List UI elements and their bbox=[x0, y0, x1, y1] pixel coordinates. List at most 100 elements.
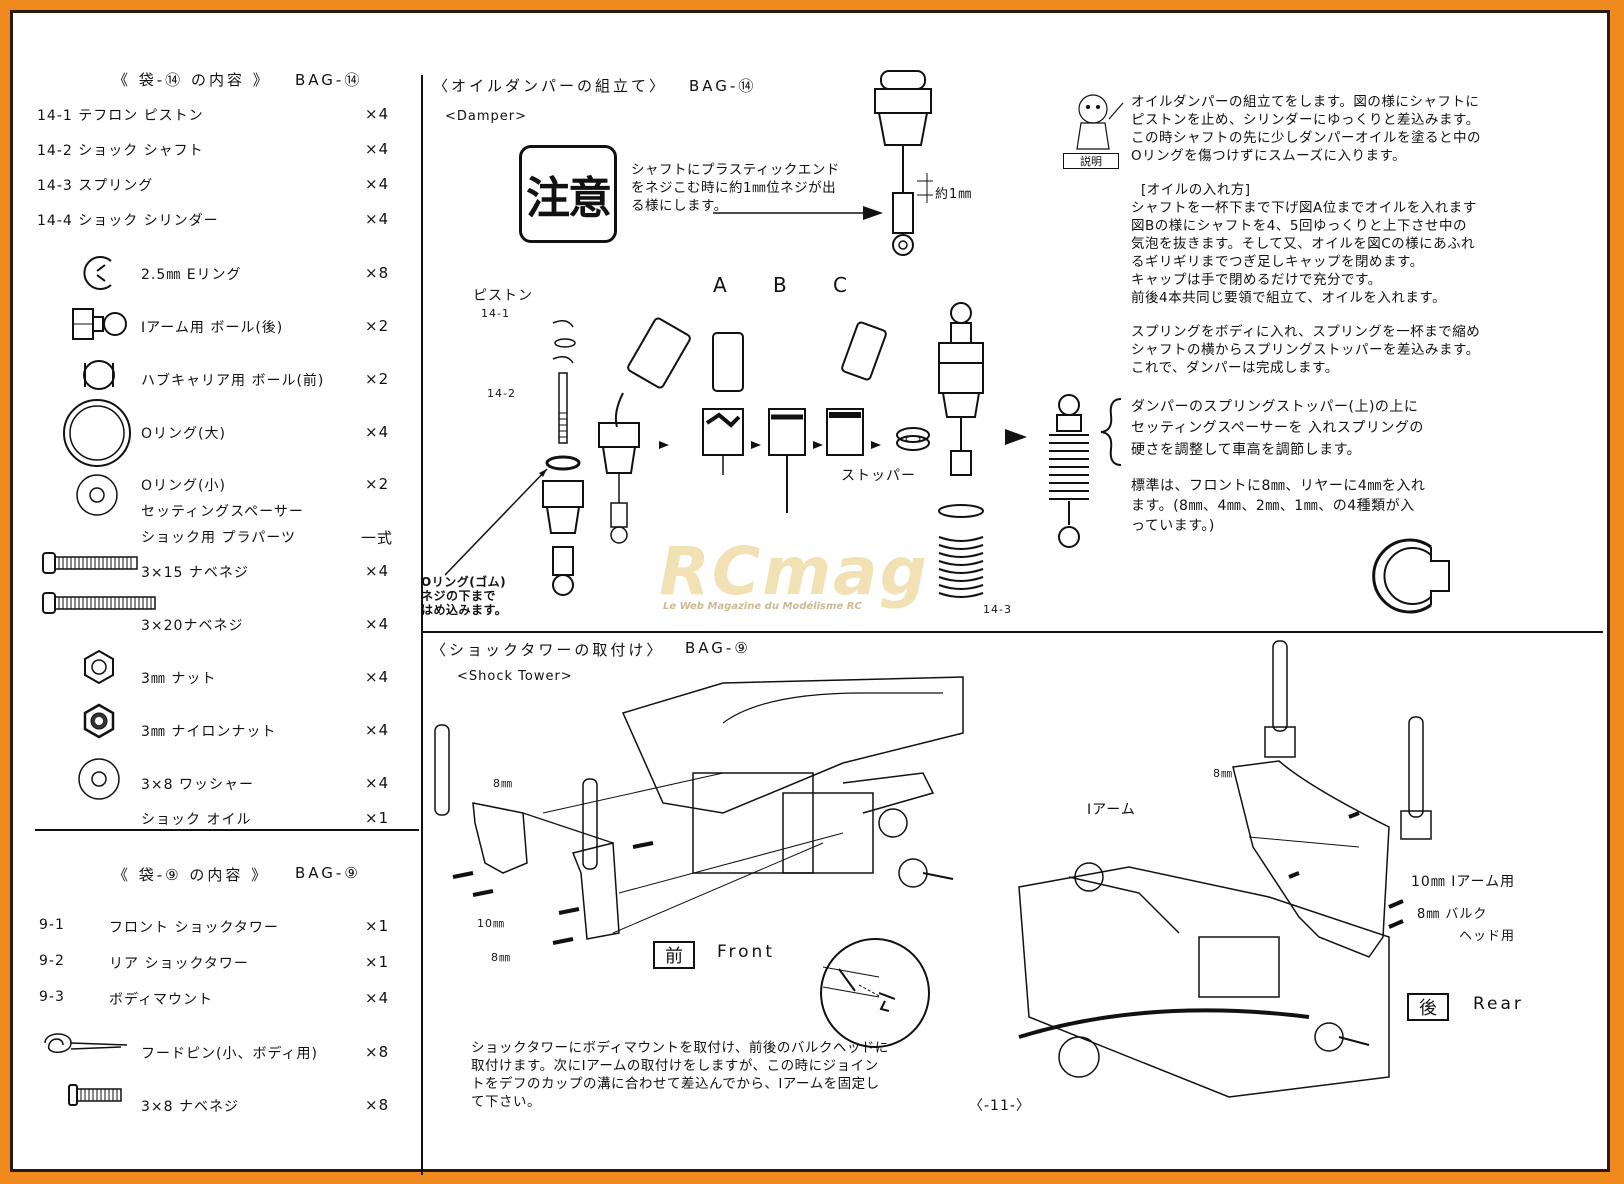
list-item: 3×8 ナベネジ bbox=[141, 1099, 239, 1115]
shock-cylinder-top-illustration bbox=[874, 70, 932, 256]
front-chassis-illustration bbox=[434, 676, 964, 945]
front-8mm-top-label: 8㎜ bbox=[493, 777, 513, 790]
approx-1mm-label: 約1㎜ bbox=[935, 187, 973, 202]
stopper-label: ストッパー bbox=[841, 468, 916, 484]
piston-label: ピストン bbox=[473, 288, 533, 304]
install-line-2: 取付けます。次にIアームの取付けをしますが、この時にジョイン bbox=[471, 1058, 879, 1074]
explain-line-2: ピストンを止め、シリンダーにゆっくりと差込みます。 bbox=[1131, 112, 1480, 128]
completion-arrow bbox=[1005, 429, 1027, 445]
list-item-qty: ×4 bbox=[365, 105, 390, 123]
list-item: フードピン(小、ボディ用) bbox=[141, 1046, 318, 1062]
list-item-num: 9-1 bbox=[39, 917, 65, 933]
list-item-qty: ×1 bbox=[365, 809, 390, 827]
spring-stopper-icon bbox=[896, 427, 930, 451]
list-item: Iアーム用 ボール(後) bbox=[141, 320, 284, 336]
screw-8-icon bbox=[68, 1084, 122, 1106]
rear-kanji-box: 後 bbox=[1407, 993, 1449, 1021]
front-label: Front bbox=[717, 942, 775, 962]
list-item: セッティングスペーサー bbox=[141, 504, 304, 520]
list-item: 14-2 ショック シャフト bbox=[37, 143, 204, 159]
list-item-qty: ×4 bbox=[365, 423, 390, 441]
spacer-line-1: ダンパーのスプリングストッパー(上)の上に bbox=[1131, 399, 1419, 415]
list-item-qty: ×4 bbox=[365, 774, 390, 792]
mascot-icon bbox=[1076, 94, 1124, 150]
list-item: リア ショックタワー bbox=[109, 956, 249, 972]
ball-icon bbox=[83, 360, 115, 390]
tower-subtitle: <Shock Tower> bbox=[457, 669, 573, 684]
hood-pin-icon bbox=[44, 1033, 128, 1053]
i-arm-label: Iアーム bbox=[1087, 802, 1136, 818]
damper-title: 〈オイルダンパーの組立て〉 bbox=[433, 77, 668, 95]
screw-20-icon bbox=[42, 592, 156, 614]
explain-line-4: Oリングを傷つけずにスムーズに入ります。 bbox=[1131, 148, 1407, 164]
o-ring-large-icon bbox=[63, 399, 131, 467]
manual-page: 《 袋-⑭ の内容 》 BAG-⑭ 14-1 テフロン ピストン ×4 14-2… bbox=[10, 10, 1610, 1175]
bag9-code: BAG-⑨ bbox=[295, 864, 361, 882]
oil-line-6: 前後4本共同じ要領で組立て、オイルを入れます。 bbox=[1131, 290, 1447, 306]
page-number: 〈-11-〉 bbox=[969, 1098, 1031, 1114]
list-item-qty: ×4 bbox=[365, 989, 390, 1007]
list-item: Oリング(小) bbox=[141, 478, 226, 494]
part-14-3-label: 14-3 bbox=[983, 603, 1012, 616]
list-item-qty: ×2 bbox=[365, 370, 390, 388]
o-ring-small-icon bbox=[76, 474, 118, 516]
oil-line-3: 気泡を抜きます。そして又、オイルを図Cの様にあふれ bbox=[1131, 236, 1476, 252]
spacer-line-2: セッティングスペーサーを 入れスプリングの bbox=[1131, 420, 1424, 436]
piston-assembly-illustration bbox=[542, 320, 584, 596]
spring-line-1: スプリングをボディに入れ、スプリングを一杯まで縮め bbox=[1131, 324, 1481, 340]
caution-arrow bbox=[713, 206, 883, 220]
section-divider-horizontal bbox=[421, 631, 1603, 633]
oil-title: [オイルの入れ方] bbox=[1141, 182, 1251, 198]
oil-line-1: シャフトを一杯下まで下げ図A位までオイルを入れます bbox=[1131, 200, 1477, 216]
list-item-qty: ×4 bbox=[365, 175, 390, 193]
oil-filling-illustration bbox=[598, 317, 887, 544]
damper-code: BAG-⑭ bbox=[689, 77, 757, 95]
completed-shock-illustration bbox=[1049, 394, 1089, 548]
step-a-label: A bbox=[713, 273, 728, 297]
install-line-3: トをデフのカップの溝に合わせて差込んでから、Iアームを固定し bbox=[471, 1076, 880, 1092]
list-item: 14-4 ショック シリンダー bbox=[37, 213, 219, 229]
oring-note-line-3: はめ込みます。 bbox=[421, 603, 508, 617]
screw-15-icon bbox=[42, 552, 138, 574]
list-item-qty: 一式 bbox=[361, 529, 394, 547]
list-item: ボディマウント bbox=[109, 992, 214, 1008]
list-item-num: 9-2 bbox=[39, 953, 65, 969]
oring-note-line-1: Oリング(ゴム) bbox=[421, 575, 507, 589]
list-item: 3㎜ ナイロンナット bbox=[141, 724, 277, 740]
front-kanji-box: 前 bbox=[653, 941, 695, 969]
watermark-tagline: Le Web Magazine du Modélisme RC bbox=[663, 601, 862, 612]
i-arm-10mm-label: 10㎜ Iアーム用 bbox=[1411, 874, 1516, 890]
list-item: 14-1 テフロン ピストン bbox=[37, 108, 204, 124]
oil-line-5: キャップは手で閉めるだけで充分です。 bbox=[1131, 272, 1382, 288]
install-line-1: ショックタワーにボディマウントを取付け、前後のバルクヘッドに bbox=[471, 1040, 889, 1056]
nylon-nut-icon bbox=[83, 703, 115, 739]
list-item: 3×20ナベネジ bbox=[141, 618, 244, 634]
caution-line-3: る様にします。 bbox=[631, 198, 728, 214]
list-item-qty: ×4 bbox=[365, 210, 390, 228]
caution-box: 注意 bbox=[519, 145, 617, 243]
list-item: フロント ショックタワー bbox=[109, 920, 279, 936]
list-item: Oリング(大) bbox=[141, 426, 226, 442]
oring-note-line-2: ネジの下まで bbox=[421, 589, 497, 603]
caution-line-1: シャフトにプラスティックエンド bbox=[631, 162, 840, 178]
brace-mark bbox=[1100, 398, 1122, 466]
step-b-label: B bbox=[773, 273, 788, 297]
rear-label: Rear bbox=[1473, 994, 1524, 1014]
list-item-qty: ×2 bbox=[365, 475, 390, 493]
e-ring-icon bbox=[83, 256, 112, 290]
spring-line-3: これで、ダンパーは完成します。 bbox=[1131, 360, 1339, 376]
spring-line-2: シャフトの横からスプリングストッパーを差込みます。 bbox=[1131, 342, 1480, 358]
list-item: 3×8 ワッシャー bbox=[141, 777, 254, 793]
rear-chassis-illustration bbox=[1018, 640, 1432, 1098]
install-line-4: て下さい。 bbox=[471, 1094, 541, 1110]
list-item-qty: ×2 bbox=[365, 317, 390, 335]
bag-divider bbox=[35, 829, 419, 831]
list-item: 14-3 スプリング bbox=[37, 178, 154, 194]
setting-spacer-icon bbox=[1372, 538, 1450, 614]
rear-8mm-label: 8㎜ bbox=[1213, 767, 1233, 780]
list-item-qty: ×1 bbox=[365, 953, 390, 971]
bag9-header: 《 袋-⑨ の内容 》 bbox=[113, 866, 270, 884]
ball-stud-icon bbox=[72, 308, 127, 340]
front-10mm-label: 10㎜ bbox=[477, 917, 505, 930]
list-item-qty: ×4 bbox=[365, 721, 390, 739]
